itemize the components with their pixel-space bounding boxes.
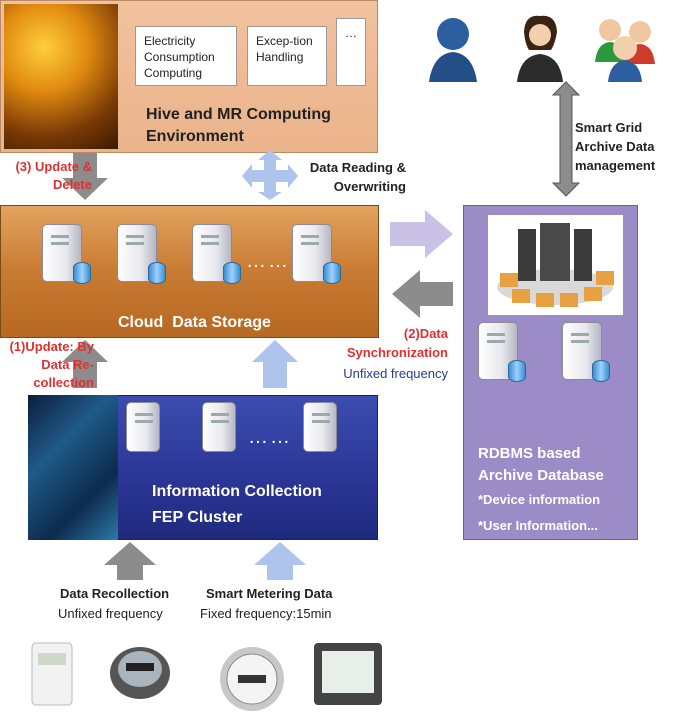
- server-icon: [117, 224, 157, 282]
- label-synchronization: (2)Data Synchronization: [346, 326, 448, 360]
- database-icon: [508, 360, 526, 382]
- arrow-smart-metering: [254, 542, 306, 580]
- database-icon: [223, 262, 241, 284]
- rdbms-title: RDBMS based Archive Database: [478, 445, 604, 484]
- server-icon: [478, 322, 518, 380]
- database-icon: [148, 262, 166, 284]
- arrow-fep-to-storage: [252, 340, 298, 388]
- arrow-archive-management: [551, 81, 581, 197]
- server-icon: [303, 402, 337, 452]
- label-data-recollection: Data Recollection: [60, 586, 170, 601]
- card-label: Excep-tion Handling: [256, 34, 313, 64]
- user-icon-male: [429, 18, 477, 82]
- user-icon-female: [517, 15, 563, 82]
- file-cabinet-icon: [497, 223, 614, 307]
- meter-icon-4: [314, 643, 382, 705]
- arrow-data-reading: [242, 150, 298, 200]
- meter-icon-1: [31, 642, 73, 706]
- rdbms-item-user: *User Information...: [478, 518, 598, 533]
- card-label: Electricity Consumption Computing: [144, 34, 215, 80]
- card-exception-handling: Excep-tion Handling: [247, 26, 327, 86]
- user-group-icon: [595, 19, 655, 82]
- hive-title: Hive and MR Computing Environment: [146, 106, 331, 145]
- label-update-recollection: (1)Update: By Data Re-collection: [9, 339, 94, 390]
- fep-title: Information Collection: [152, 483, 322, 500]
- label-data-reading: Data Reading & Overwriting: [309, 160, 406, 194]
- label-metering-frequency: Fixed frequency:15min: [200, 606, 332, 621]
- arrow-synchronization: [392, 270, 453, 318]
- label-recollection-frequency: Unfixed frequency: [58, 606, 163, 621]
- smart-meters: [31, 642, 382, 711]
- database-icon: [323, 262, 341, 284]
- archive-files-image: [488, 215, 623, 315]
- arrow-data-recollection: [104, 542, 156, 580]
- database-icon: [592, 360, 610, 382]
- arrow-update-delete: [62, 153, 108, 200]
- card-more: …: [336, 18, 366, 86]
- meter-icon-3: [220, 647, 284, 711]
- server-icon: [126, 402, 160, 452]
- users-group: [429, 15, 655, 82]
- label-archive-management: Smart Grid Archive Data management: [575, 120, 656, 173]
- label-smart-metering: Smart Metering Data: [206, 586, 333, 601]
- fep-subtitle: FEP Cluster: [152, 509, 243, 526]
- binary-data-image: [28, 395, 118, 540]
- card-electricity-consumption: Electricity Consumption Computing: [135, 26, 237, 86]
- card-label: …: [345, 26, 357, 40]
- storage-title: Cloud Data Storage: [118, 314, 271, 331]
- gears-image: [4, 4, 118, 149]
- arrow-update-recollection: [62, 340, 108, 388]
- label-update-delete: (3) Update & Delete: [15, 159, 92, 192]
- arrow-to-rdbms: [390, 210, 453, 258]
- database-icon: [73, 262, 91, 284]
- meter-icon-2: [110, 647, 170, 699]
- server-icon: [202, 402, 236, 452]
- ellipsis: ……: [248, 426, 292, 448]
- ellipsis: ……: [246, 250, 290, 272]
- rdbms-item-device: *Device information: [478, 492, 601, 507]
- label-sync-frequency: Unfixed frequency: [343, 366, 448, 381]
